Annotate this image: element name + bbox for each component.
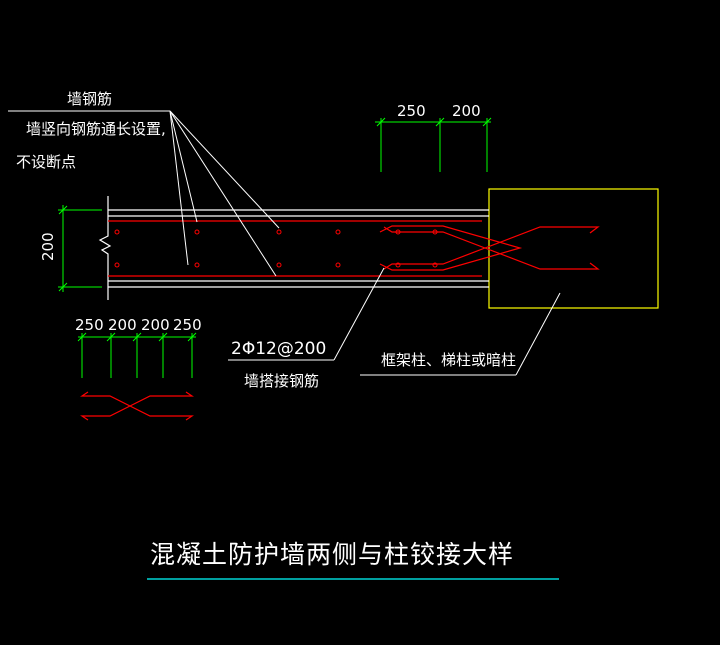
wall-rebar xyxy=(108,220,600,277)
splice-detail xyxy=(80,391,194,421)
dim-bottom-200-a: 200 xyxy=(108,316,137,334)
dim-bottom-200-b: 200 xyxy=(141,316,170,334)
dim-top-200: 200 xyxy=(452,102,481,120)
dim-bottom-250-a: 250 xyxy=(75,316,104,334)
dim-wall-thickness: 200 xyxy=(39,232,57,261)
leader-lines xyxy=(8,110,561,376)
wall-outline xyxy=(108,209,489,288)
column-outline xyxy=(488,188,659,309)
column-note-label: 框架柱、梯柱或暗柱 xyxy=(381,351,516,369)
splice-name-label: 墙搭接钢筋 xyxy=(244,372,319,390)
drawing-title: 混凝土防护墙两侧与柱铰接大样 xyxy=(150,540,514,569)
dim-bottom-250-b: 250 xyxy=(173,316,202,334)
dimension-bottom-left xyxy=(77,332,197,378)
wall-rebar-note-line2: 不设断点 xyxy=(16,153,76,171)
rebar-dots xyxy=(114,229,438,268)
dimension-top-right xyxy=(375,117,492,172)
splice-spec-label: 2Φ12@200 xyxy=(231,339,326,359)
wall-break-line xyxy=(98,196,112,300)
dim-top-250: 250 xyxy=(397,102,426,120)
dimension-wall-thickness xyxy=(58,205,102,292)
wall-rebar-title: 墙钢筋 xyxy=(67,90,112,108)
wall-rebar-note-line1: 墙竖向钢筋通长设置, xyxy=(26,120,166,138)
